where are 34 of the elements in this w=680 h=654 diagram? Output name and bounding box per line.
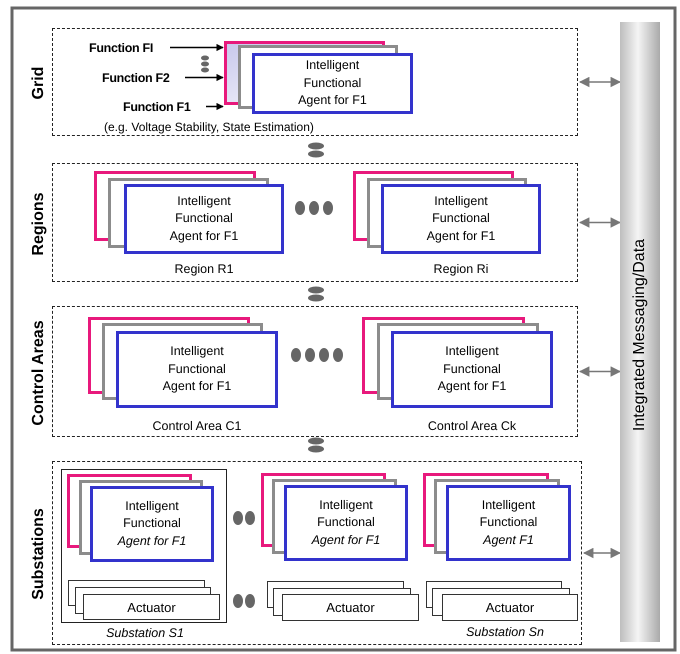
layer-label: Control Areas (30, 320, 48, 426)
agent-label: Intelligent Functional Agent for F1 (168, 192, 240, 245)
agent-label: Intelligent Functional Agent for F1 (297, 57, 368, 110)
arrow (185, 74, 224, 82)
bar-label: Integrated Messaging/Data (631, 238, 649, 432)
agent-label: Intelligent Functional Agent for F1 (162, 343, 232, 396)
area-caption: Control Area Ck (428, 419, 516, 433)
function-label: Function F2 (102, 71, 184, 86)
messaging-bar (620, 22, 660, 642)
actuator-label: Actuator (486, 600, 534, 615)
agent-label: Intelligent Functional Agent for F1 (116, 498, 188, 550)
layer-label: Regions (30, 192, 48, 256)
substation-caption: Substation S1 (106, 626, 184, 640)
actuator-label: Actuator (127, 600, 176, 614)
area-caption: Region R1 (174, 262, 234, 276)
layer-label: Grid (30, 66, 48, 100)
function-label: Function FI (89, 41, 169, 56)
agent-label: Intelligent Functional Agent for F1 (436, 343, 508, 396)
agent-label: Intelligent Functional Agent for F1 (310, 496, 382, 549)
arrow (578, 76, 622, 88)
agent-label: Intelligent Functional Agent F1 (478, 496, 538, 549)
arrow (578, 366, 622, 377)
agent-label: Intelligent Functional Agent for F1 (426, 192, 496, 245)
layer-label: Substations (30, 508, 48, 600)
substation-caption: Substation Sn (466, 625, 544, 639)
function-label: Function F1 (123, 100, 205, 115)
arrow (206, 102, 224, 110)
arrow (170, 44, 224, 52)
arrow (582, 548, 622, 558)
example-note: (e.g. Voltage Stability, State Estimation) (104, 120, 314, 134)
arrow (578, 217, 622, 228)
area-caption: Region Ri (434, 262, 488, 276)
area-caption: Control Area C1 (152, 419, 242, 433)
actuator-label: Actuator (326, 600, 375, 615)
